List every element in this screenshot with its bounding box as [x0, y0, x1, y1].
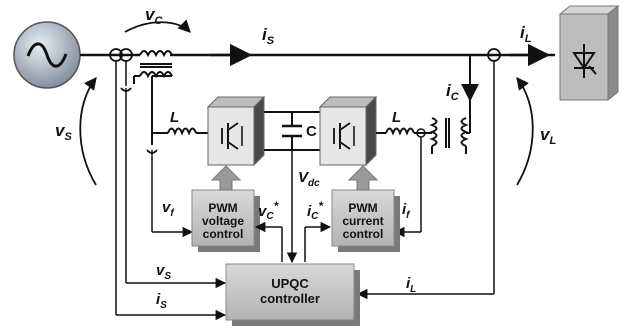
- vl-arc: [516, 77, 534, 186]
- svg-text:control: control: [343, 227, 384, 241]
- label-il-controller: iL: [406, 275, 416, 295]
- label-inductor-right: L: [392, 109, 401, 126]
- svg-text:current: current: [342, 214, 383, 228]
- label-vs-controller: vS: [156, 262, 171, 282]
- svg-text:voltage: voltage: [202, 214, 244, 228]
- vs-arc: [79, 77, 97, 186]
- sense-ground-symbols: [120, 87, 158, 154]
- pwm-voltage-text: PWM voltage control: [202, 201, 244, 241]
- label-il: iL: [520, 23, 532, 45]
- capacitor-icon: [282, 124, 302, 138]
- vc-arc: [124, 19, 191, 33]
- upqc-text: UPQC controller: [260, 276, 320, 306]
- label-vs: vS: [55, 121, 72, 143]
- svg-text:PWM: PWM: [208, 201, 237, 215]
- pwm-voltage-block: [191, 165, 260, 252]
- label-vdc: Vdc: [298, 169, 320, 189]
- svg-text:control: control: [203, 227, 244, 241]
- label-is: iS: [262, 25, 275, 47]
- inductor-icon: [167, 127, 197, 136]
- label-capacitor: C: [306, 123, 317, 140]
- label-vl: vL: [540, 125, 556, 147]
- inverter-switch-icon: [206, 95, 266, 167]
- label-vf: vf: [162, 199, 175, 219]
- label-if: if: [402, 201, 411, 221]
- inductor-icon-right: [385, 127, 415, 136]
- inverter-switch-icon-right: [318, 95, 378, 167]
- svg-text:PWM: PWM: [348, 201, 377, 215]
- pwm-current-block: [331, 165, 400, 252]
- series-transformer-icon: [133, 50, 173, 84]
- upqc-controller-block: [225, 263, 360, 326]
- label-vc: vC: [145, 5, 163, 27]
- series-branch: [151, 76, 208, 145]
- reference-lines: [254, 221, 332, 262]
- svg-text:UPQC: UPQC: [271, 276, 309, 291]
- label-vc-ref: vC*: [258, 199, 280, 222]
- label-inductor-left: L: [170, 109, 179, 126]
- label-is-controller: iS: [156, 291, 167, 311]
- label-ic: iC: [446, 81, 460, 103]
- shunt-branch: [376, 55, 479, 134]
- svg-text:controller: controller: [260, 291, 320, 306]
- shunt-transformer-icon: [429, 117, 469, 154]
- sense-lines-left: [115, 61, 227, 321]
- load-rectifier-icon: [558, 4, 620, 102]
- ac-source-icon: [13, 21, 81, 89]
- pwm-current-text: PWM current control: [342, 201, 383, 241]
- sense-lines-right: [356, 61, 495, 300]
- label-ic-ref: iC*: [307, 199, 324, 222]
